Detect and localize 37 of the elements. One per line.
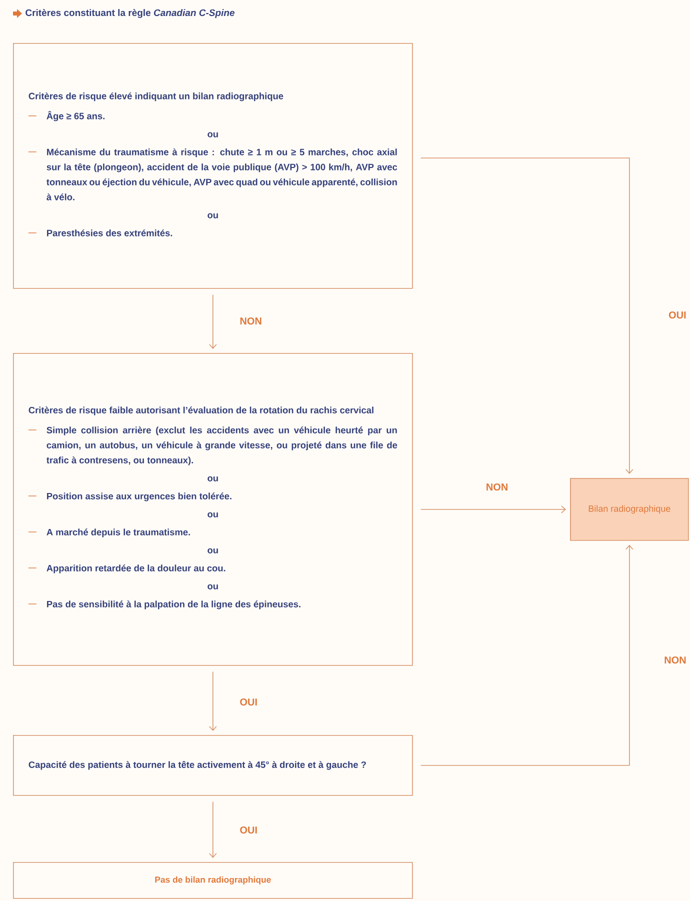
edge-label: NON [240,317,262,325]
box-heading: Critères de risque faible autorisant l’évaluation de la rotation du rachis cervical [28,406,374,416]
or-separator: ou [208,132,218,138]
box-heading: Critères de risque élevé indiquant un bilan radiographique [28,92,284,102]
criterion-item: Pas de sensibilité à la palpation de la ligne des épineuses. [47,600,300,610]
edge-label: OUI [240,826,257,834]
edge-label: NON [486,483,508,491]
criterion-item: Paresthésies des extrémités. [47,229,172,236]
question-text: Capacité des patients à tourner la tête activement à 45° à droite et à gauche ? [28,761,366,770]
question-box [13,735,413,796]
criterion-item: Âge ≥ 65 ans. [46,110,104,122]
criterion-item: Position assise aux urgences bien tolérée. [47,492,232,502]
arrow [209,671,217,731]
or-separator: ou [208,476,218,482]
criterion-item: Mécanisme du traumatisme à risque : chute ≥ 1 m ou ≥ 5 marches, choc axial sur la tête (plongeon), accident de la voie publique (AVP) > 100 km/h, AVP avec tonneaux ou éjection du véhicule, AVP avec quad ou véhicule apparenté, collision à vélo. [46,148,398,200]
or-separator: ou [208,548,218,554]
result-box [13,862,413,899]
arrow [420,506,566,514]
edge-label: NON [664,656,686,664]
result-box [570,478,689,541]
criteria-box [13,353,413,666]
or-separator: ou [208,512,218,518]
result-text: Bilan radiographique [588,505,670,514]
arrow [209,801,217,858]
arrow [209,294,217,349]
edge-label: OUI [240,698,257,706]
criterion-item: A marché depuis le traumatisme. [46,528,190,538]
or-separator: ou [208,584,218,590]
criterion-item: Simple collision arrière (exclut les accidents avec un véhicule heurté par un camion, un autobus, un véhicule à grande vitesse, ou projeté dans une file de trafic à contresens, ou tonneaux). [46,426,398,466]
arrow [420,544,634,766]
title: Critères constituant la règle Canadian C-Spine [26,9,234,18]
edge-label: OUI [668,311,686,319]
criteria-box [13,43,413,289]
result-text: Pas de bilan radiographique [155,876,271,884]
arrow [420,158,634,474]
or-separator: ou [208,213,218,218]
criterion-item: Apparition retardée de la douleur au cou. [46,564,226,574]
